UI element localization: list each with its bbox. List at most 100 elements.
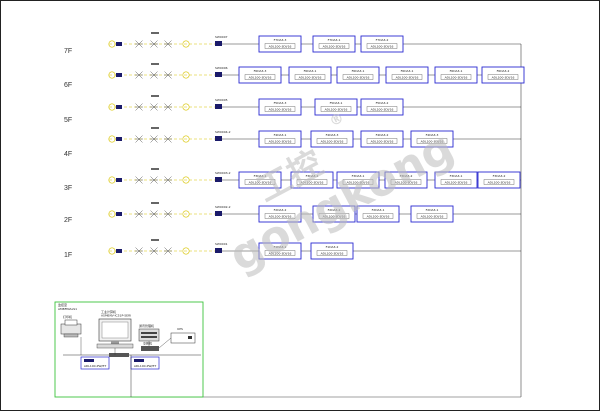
switch-block: [215, 177, 222, 182]
meter-model-frame: [264, 213, 296, 219]
meter-model-frame: [264, 138, 296, 144]
node-circle: [182, 40, 190, 48]
meter-model: ADL100-3DI/16: [269, 251, 292, 255]
meter-name: F2DA3-2: [328, 208, 341, 212]
meter-model: ADL100-3DI/16: [269, 107, 292, 111]
sensor-tag: [151, 168, 159, 170]
sensor-tag: [151, 63, 159, 65]
node-circle: [182, 176, 190, 184]
switch-label: SW0001: [215, 242, 228, 246]
meter-model-frame: [264, 106, 296, 112]
meter-model: ADL100-3DI/16: [396, 75, 419, 79]
meter-model: ADL100-3DI/16: [249, 180, 272, 184]
meter-model-frame: [487, 74, 519, 80]
sensor-icon: [135, 176, 143, 184]
sensor-icon: [164, 40, 172, 48]
meter-name: F4DA3-3: [326, 133, 339, 137]
switch-block: [215, 248, 222, 253]
node-circle: [108, 135, 116, 143]
meter-name: F5DA3-2: [376, 101, 389, 105]
meter-model-frame: [483, 179, 515, 185]
server-icon: [138, 328, 160, 342]
meter-model: ADL100-3DI/16: [269, 139, 292, 143]
meter-name: F1DA3-1: [274, 245, 287, 249]
floor-label: 4F: [64, 151, 72, 158]
sensor-icon: [164, 71, 172, 79]
floor-label: 6F: [64, 82, 72, 89]
floor-label: 3F: [64, 185, 72, 192]
sensor-icon: [164, 210, 172, 218]
meter-model: ADL100-3DI/16: [321, 139, 344, 143]
meter-model-frame: [366, 106, 398, 112]
floor-label: 5F: [64, 117, 72, 124]
sensor-icon: [150, 135, 158, 143]
meter-name: F6DA3-1: [401, 69, 414, 73]
meter-name: F6DA3-1: [352, 69, 365, 73]
meter-name: F6DA3-1: [304, 69, 317, 73]
meter-name: F5DA3-1: [330, 101, 343, 105]
meter-model: ADL100-3DI/16: [323, 214, 346, 218]
sensor-icon: [135, 135, 143, 143]
comm-switch-label: 交换机: [143, 341, 152, 346]
meter-model-frame: [294, 74, 326, 80]
floor-row-3f: 3FSW0003-2F3DA3-1ADL100-3DI/16F3DA3-2ADL…: [64, 168, 521, 192]
sensor-icon: [150, 176, 158, 184]
meter-name: F4DA3-2: [376, 133, 389, 137]
panel-meter-2: ADL100-PW/ET: [130, 356, 160, 370]
sensor-icon: [150, 71, 158, 79]
meter-model-frame: [416, 213, 448, 219]
node-circle: [182, 210, 190, 218]
floor-label: 7F: [64, 48, 72, 55]
switch-block: [215, 136, 222, 141]
meter-model-frame: [366, 43, 398, 49]
meter-name: F6DA3-2: [497, 69, 510, 73]
switch-block: [215, 104, 222, 109]
meter-model-frame: [440, 74, 472, 80]
meter-model-frame: [342, 179, 374, 185]
meter-name: F2DA3-1: [426, 208, 439, 212]
panel-meter-label: ADL100-PW/ET: [134, 364, 157, 368]
switch-block: [215, 72, 222, 77]
meter-model: ADL100-3DI/16: [367, 214, 390, 218]
meter-name: F2DA3-1: [372, 208, 385, 212]
monitor-label: 工业计算机: [101, 309, 116, 314]
meter-model: ADL100-3DI/16: [445, 180, 468, 184]
monitor-model: ASMENV-IC51P-SERI: [101, 314, 131, 318]
sensor-tag: [151, 32, 159, 34]
node-circle: [108, 40, 116, 48]
switch-label: SW0006: [215, 66, 228, 70]
sensor-icon: [164, 247, 172, 255]
panel-meter-label: ADL100-PW/ET: [84, 364, 107, 368]
node-circle: [108, 103, 116, 111]
converter-block: [116, 178, 122, 182]
switch-label: SW0002-2: [215, 205, 231, 209]
sensor-icon: [135, 103, 143, 111]
meter-model-frame: [391, 74, 423, 80]
meter-name: F3DA3-1: [254, 174, 267, 178]
floor-label: 1F: [64, 252, 72, 259]
switch-block: [215, 211, 222, 216]
sensor-icon: [150, 247, 158, 255]
meter-model-frame: [316, 138, 348, 144]
meter-model: ADL100-3DI/16: [395, 180, 418, 184]
panel-bus-block: [109, 353, 129, 357]
sensor-icon: [135, 247, 143, 255]
meter-name: F6DA3-3: [254, 69, 267, 73]
meter-model: ADL100-3DI/16: [492, 75, 515, 79]
node-circle: [108, 210, 116, 218]
meter-model: ADL100-3DI/16: [421, 139, 444, 143]
meter-model: ADL100-3DI/16: [488, 180, 511, 184]
